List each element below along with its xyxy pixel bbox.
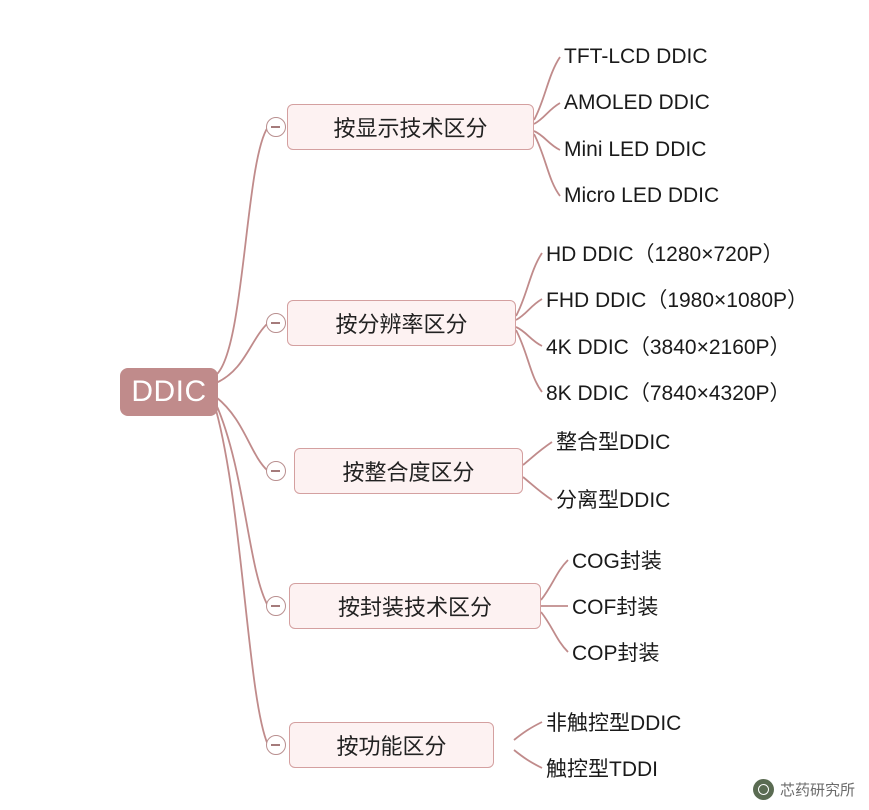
- leaf-node-1-3[interactable]: Mini LED DDIC: [564, 136, 804, 164]
- leaf-label: 整合型DDIC: [556, 431, 671, 454]
- link-b2-leaf-3: [515, 326, 543, 347]
- collapse-toggle-branch-4[interactable]: [266, 596, 286, 616]
- leaf-node-5-1[interactable]: 非触控型DDIC: [546, 708, 786, 736]
- link-b1-leaf-4: [533, 133, 561, 197]
- leaf-node-2-3[interactable]: 4K DDIC（3840×2160P）: [546, 332, 846, 360]
- collapse-toggle-branch-5[interactable]: [266, 735, 286, 755]
- leaf-label: 触控型TDDI: [546, 758, 658, 781]
- leaf-label: Micro LED DDIC: [564, 184, 720, 207]
- leaf-node-2-4[interactable]: 8K DDIC（7840×4320P）: [546, 378, 846, 406]
- link-b5-leaf-1: [513, 721, 543, 741]
- link-b1-leaf-2: [533, 102, 561, 125]
- branch-label-5: 按功能区分: [336, 734, 447, 759]
- link-root-branch-3: [215, 396, 269, 472]
- link-root-branch-5: [215, 409, 269, 746]
- leaf-node-2-2[interactable]: FHD DDIC（1980×1080P）: [546, 285, 846, 313]
- link-b2-leaf-2: [515, 298, 543, 321]
- circle-logo-icon: [752, 779, 774, 800]
- leaf-node-4-3[interactable]: COP封装: [572, 638, 812, 666]
- link-root-branch-1: [215, 126, 269, 376]
- link-b2-leaf-4: [515, 329, 543, 393]
- link-b4-leaf-3: [540, 611, 569, 653]
- leaf-node-3-2[interactable]: 分离型DDIC: [556, 485, 796, 513]
- leaf-node-5-2[interactable]: 触控型TDDI: [546, 754, 786, 782]
- leaf-label: COG封装: [572, 550, 662, 573]
- leaf-label: HD DDIC（1280×720P）: [546, 243, 784, 266]
- leaf-node-1-1[interactable]: TFT-LCD DDIC: [564, 43, 804, 71]
- link-b3-leaf-2: [522, 476, 553, 501]
- leaf-label: COF封装: [572, 596, 659, 619]
- branch-node-4[interactable]: 按封装技术区分: [289, 583, 541, 629]
- leaf-node-4-1[interactable]: COG封装: [572, 546, 812, 574]
- branch-label-2: 按分辨率区分: [335, 312, 468, 337]
- collapse-toggle-branch-3[interactable]: [266, 461, 286, 481]
- collapse-toggle-branch-2[interactable]: [266, 313, 286, 333]
- collapse-toggle-branch-1[interactable]: [266, 117, 286, 137]
- branch-label-3: 按整合度区分: [342, 460, 475, 485]
- leaf-label: 8K DDIC（7840×4320P）: [546, 382, 791, 405]
- root-node[interactable]: DDIC: [120, 368, 218, 416]
- leaf-label: 4K DDIC（3840×2160P）: [546, 336, 791, 359]
- branch-node-3[interactable]: 按整合度区分: [294, 448, 523, 494]
- watermark-text: 芯药研究所: [779, 782, 855, 799]
- leaf-label: AMOLED DDIC: [564, 91, 710, 114]
- branch-label-1: 按显示技术区分: [333, 116, 488, 141]
- link-root-branch-4: [215, 403, 269, 607]
- leaf-label: TFT-LCD DDIC: [564, 45, 708, 68]
- leaf-label: 非触控型DDIC: [546, 712, 682, 735]
- link-b2-leaf-1: [515, 252, 543, 317]
- leaf-node-3-1[interactable]: 整合型DDIC: [556, 427, 796, 455]
- link-b1-leaf-3: [533, 130, 561, 151]
- link-root-branch-2: [215, 322, 269, 384]
- link-b4-leaf-1: [540, 559, 569, 601]
- link-b3-leaf-1: [522, 441, 553, 466]
- leaf-node-1-2[interactable]: AMOLED DDIC: [564, 89, 804, 117]
- link-b5-leaf-2: [513, 749, 543, 769]
- branch-node-2[interactable]: 按分辨率区分: [287, 300, 516, 346]
- watermark: 芯药研究所: [752, 779, 855, 800]
- branch-node-1[interactable]: 按显示技术区分: [287, 104, 534, 150]
- leaf-node-4-2[interactable]: COF封装: [572, 592, 812, 620]
- leaf-label: 分离型DDIC: [556, 489, 671, 512]
- leaf-label: Mini LED DDIC: [564, 138, 707, 161]
- leaf-node-2-1[interactable]: HD DDIC（1280×720P）: [546, 239, 836, 267]
- branch-node-5[interactable]: 按功能区分: [289, 722, 494, 768]
- branch-label-4: 按封装技术区分: [337, 595, 492, 620]
- leaf-label: FHD DDIC（1980×1080P）: [546, 289, 809, 312]
- leaf-node-1-4[interactable]: Micro LED DDIC: [564, 182, 814, 210]
- link-b1-leaf-1: [533, 56, 561, 121]
- root-label: DDIC: [131, 375, 207, 408]
- leaf-label: COP封装: [572, 642, 660, 665]
